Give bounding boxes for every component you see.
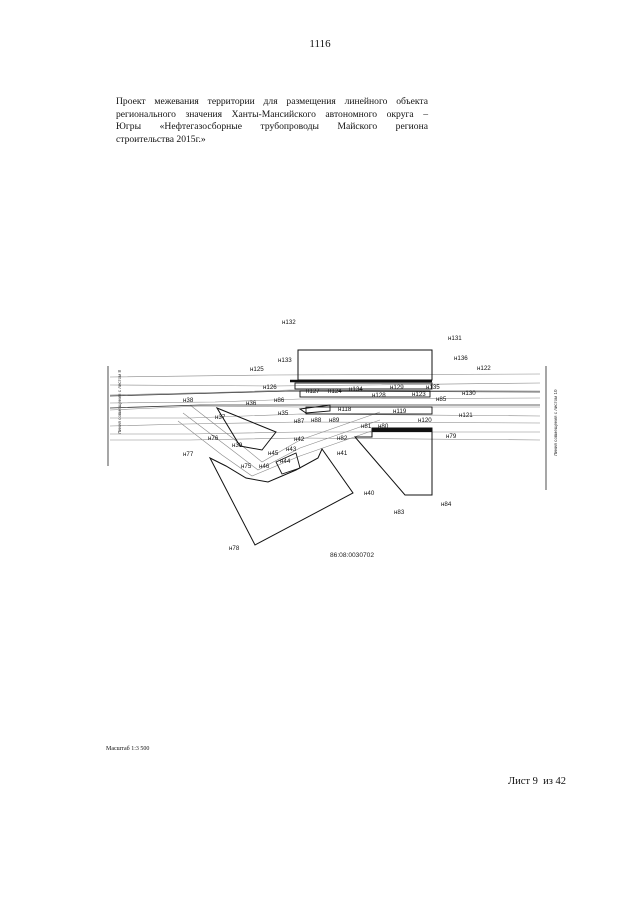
scale-note: Масштаб 1:3 500: [106, 746, 150, 752]
sheet-number: Лист 9 из 42: [508, 776, 567, 787]
label-n41: н41: [337, 450, 348, 457]
plot-strip-lower: [305, 406, 433, 415]
label-n82: н82: [337, 435, 348, 442]
road-edges: [109, 390, 541, 409]
label-n129: н129: [390, 384, 404, 391]
plot-small-wedge: [298, 404, 331, 414]
title-line: Югры «Нефтегазосборные трубопроводы Майс…: [116, 121, 428, 133]
label-n123: н123: [412, 391, 426, 398]
label-n75: н75: [241, 463, 252, 470]
label-n83: н83: [394, 509, 405, 516]
title-line: строительства 2015г.»: [116, 133, 206, 145]
label-n45: н45: [268, 450, 279, 457]
label-n122: н122: [477, 365, 491, 372]
label-n84: н84: [441, 501, 452, 508]
label-n78: н78: [229, 545, 240, 552]
label-n128: н128: [372, 392, 386, 399]
label-n81: н81: [361, 423, 372, 430]
label-n44: н44: [280, 458, 291, 465]
label-n40: н40: [364, 490, 375, 497]
label-n85: н85: [436, 396, 447, 403]
label-n46: н46: [259, 463, 270, 470]
label-n77: н77: [183, 451, 194, 458]
label-n120: н120: [418, 417, 432, 424]
label-n86: н86: [274, 397, 285, 404]
label-n127: н127: [306, 388, 320, 395]
plot-strip-upper: [294, 382, 433, 390]
label-n89: н89: [329, 417, 340, 424]
label-n39: н39: [232, 442, 243, 449]
label-n42: н42: [294, 436, 305, 443]
document-title: Проект межевания территории для размещен…: [116, 96, 428, 146]
label-n131: н131: [448, 335, 462, 342]
label-n36: н36: [246, 400, 257, 407]
label-n125: н125: [250, 366, 264, 373]
label-n132: н132: [282, 319, 296, 326]
label-n38: н38: [183, 397, 194, 404]
label-n80: н80: [378, 423, 389, 430]
label-n121: н121: [459, 412, 473, 419]
cadastral-number: 86:08:0030702: [330, 552, 374, 559]
label-n133: н133: [278, 357, 292, 364]
right-side-note: Линия совмещения с листом 10: [553, 389, 558, 456]
label-n119: н119: [393, 408, 407, 415]
label-n135: н135: [426, 384, 440, 391]
label-n79: н79: [446, 433, 457, 440]
label-n126: н126: [263, 384, 277, 391]
plot-n36: [215, 406, 277, 451]
plot-top-rectangle: [297, 349, 433, 381]
label-n118: н118: [338, 406, 352, 413]
plot-n83: [353, 427, 433, 496]
label-n76: н76: [208, 435, 219, 442]
plot-n44: [275, 452, 301, 475]
plot-dark-strip: [372, 428, 432, 432]
title-line: Проект межевания территории для размещен…: [116, 96, 428, 107]
label-n37: н37: [215, 414, 226, 421]
label-n87: н87: [294, 418, 305, 425]
label-n88: н88: [311, 417, 322, 424]
left-side-note: Линия совмещения с листом 8: [117, 370, 122, 434]
label-n136: н136: [454, 355, 468, 362]
label-n134: н134: [349, 386, 363, 393]
title-line: регионального значения Ханты-Мансийского…: [116, 108, 428, 120]
label-n130: н130: [462, 390, 476, 397]
label-n124: н124: [328, 388, 342, 395]
label-n35: н35: [278, 410, 289, 417]
page-number: 1116: [309, 38, 331, 50]
plot-strip-middle: [299, 390, 431, 398]
label-n43: н43: [286, 446, 297, 453]
plot-n78: [208, 447, 354, 546]
